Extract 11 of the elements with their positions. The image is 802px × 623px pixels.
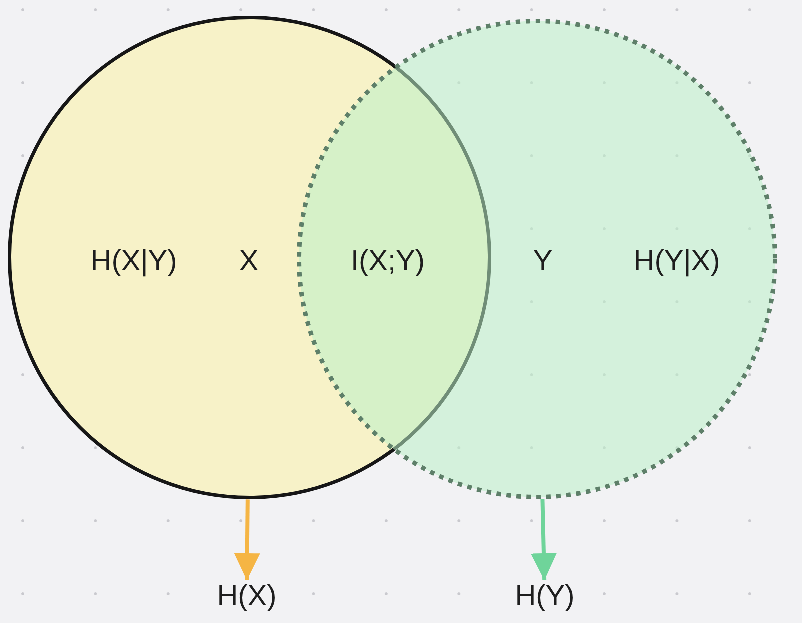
region-label: H(X|Y) bbox=[90, 246, 178, 278]
region-label: H(Y|X) bbox=[634, 246, 720, 278]
entropy-label: H(Y) bbox=[515, 580, 575, 614]
set-label: X bbox=[239, 246, 259, 278]
set-circle bbox=[8, 16, 492, 500]
entropy-label: H(X) bbox=[217, 580, 277, 614]
region-label: I(X;Y) bbox=[350, 246, 426, 278]
set-circle bbox=[296, 18, 778, 500]
arrow bbox=[234, 500, 260, 581]
set-label: Y bbox=[533, 246, 553, 278]
arrow bbox=[530, 499, 557, 581]
